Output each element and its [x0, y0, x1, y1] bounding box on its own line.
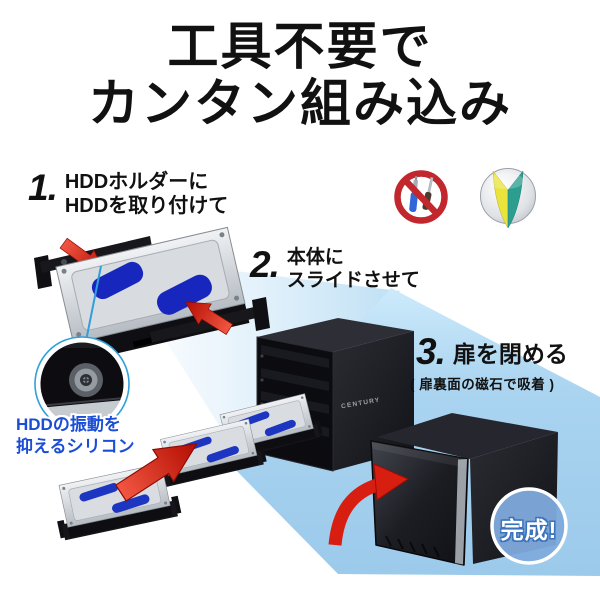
step-3-note: ( 扉裏面の磁石で吸着 ) [410, 377, 555, 392]
beginner-mark-icon [480, 168, 536, 229]
step-2: 2. 本体に スライドさせて [250, 244, 420, 293]
step-3: 3. 扉を閉める [416, 331, 568, 372]
title-line2: カンタン組み込み [87, 75, 512, 133]
title-line1: 工具不要で [167, 18, 433, 75]
completion-badge-circle [490, 487, 568, 565]
step-2-number: 2. [250, 244, 280, 285]
step1-hdd-assembly [34, 226, 270, 363]
step-2-text-line1: 本体に [286, 247, 344, 268]
step-1-text-line1: HDDホルダーに [64, 171, 209, 193]
red-curved-arrow-icon [328, 463, 410, 546]
step-1-text-line2: HDDを取り付けて [64, 195, 229, 217]
step-3-text-line1: 扉を閉める [452, 341, 568, 367]
step-1-number: 1. [28, 167, 58, 208]
callout-line2: 抑えるシリコン [16, 437, 135, 457]
step-2-text-line2: スライドさせて [286, 269, 420, 291]
callout-line1: HDDの振動を [16, 415, 121, 434]
magnifier-pointer-line [85, 265, 102, 342]
step-1: 1. HDDホルダーに HDDを取り付けて [28, 167, 229, 218]
completion-badge-label: 完成! [500, 517, 558, 543]
step-3-number: 3. [416, 331, 446, 372]
page-title: 工具不要で カンタン組み込み [0, 18, 600, 132]
no-tools-icon [394, 170, 448, 224]
silicon-detail-magnifier [34, 336, 130, 432]
silicon-callout-text: HDDの振動を 抑えるシリコン [16, 414, 135, 458]
